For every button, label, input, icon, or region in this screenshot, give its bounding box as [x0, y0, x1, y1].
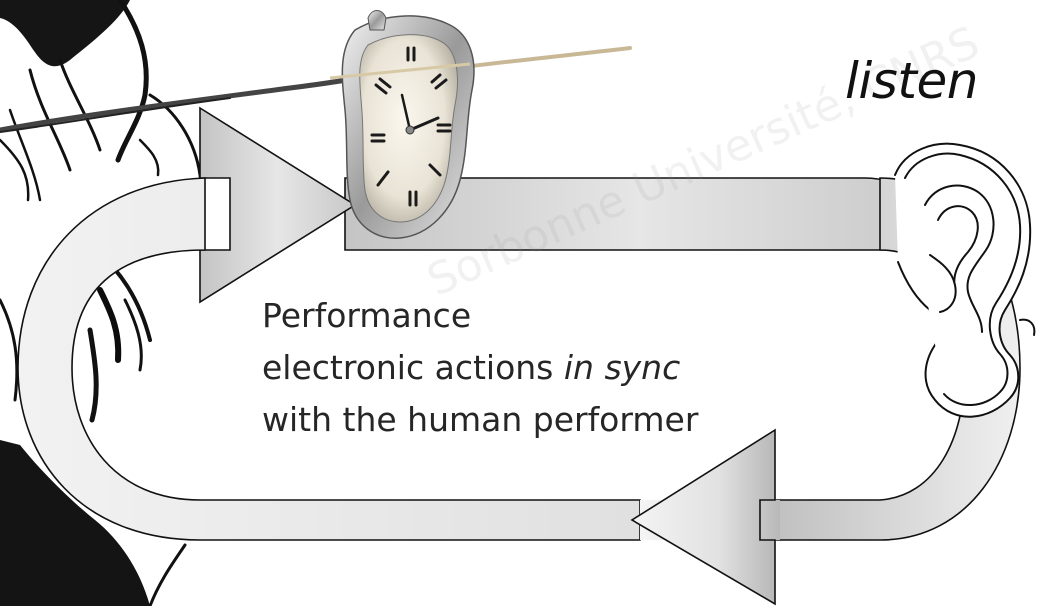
- left-loop-band: [17, 177, 641, 541]
- bottom-arrowhead: [630, 428, 776, 606]
- performance-caption: Performance electronic actions in sync w…: [262, 290, 698, 446]
- top-arrowhead: [199, 106, 357, 304]
- caption-emphasis: in sync: [563, 348, 681, 387]
- caption-line-2-prefix: electronic actions: [262, 348, 564, 387]
- melting-clock-icon: [329, 10, 475, 239]
- caption-heading: Performance: [262, 296, 472, 335]
- caption-line-3: with the human performer: [262, 400, 699, 439]
- ear-icon: [894, 142, 1036, 418]
- caption-line-2: electronic actions in sync: [262, 342, 698, 394]
- listen-label: listen: [845, 52, 978, 110]
